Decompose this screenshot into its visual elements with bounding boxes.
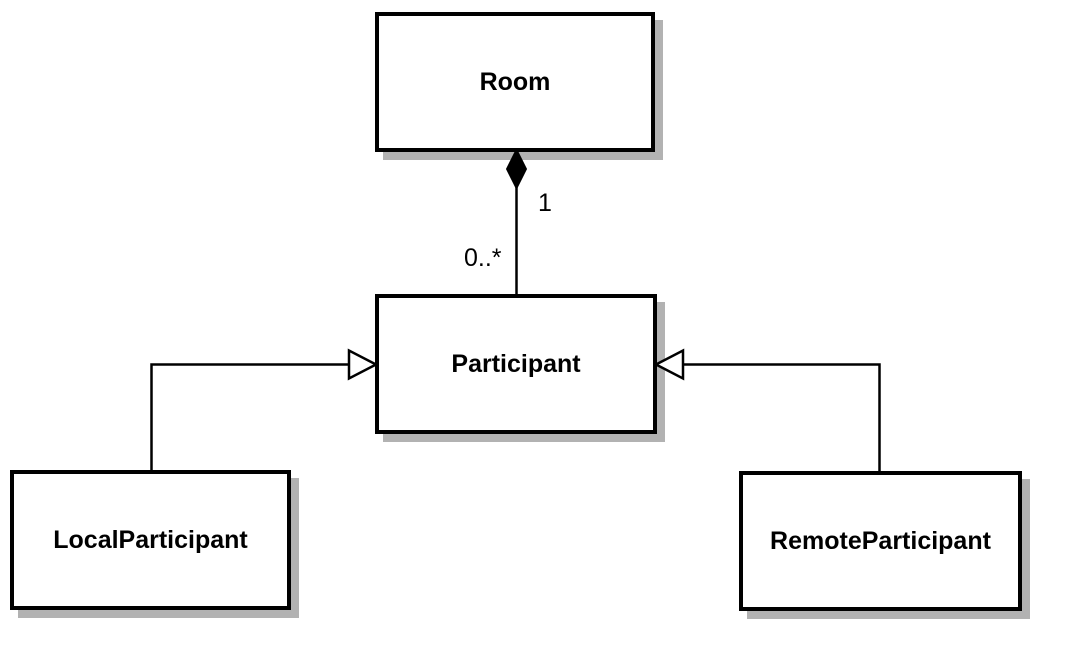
inheritance-arrow-icon-left — [347, 348, 379, 381]
class-box-local-participant: LocalParticipant — [10, 470, 291, 610]
inheritance-arrow-icon-right — [653, 348, 685, 381]
class-box-remote-participant: RemoteParticipant — [739, 471, 1022, 611]
inheritance-line-local-participant — [150, 363, 349, 474]
class-name-local-participant: LocalParticipant — [53, 525, 248, 554]
class-name-participant: Participant — [451, 349, 581, 378]
multiplicity-label-participant-end: 0..* — [464, 244, 502, 272]
composition-diamond-icon — [505, 147, 528, 191]
multiplicity-label-room-end: 1 — [538, 189, 552, 217]
class-name-room: Room — [479, 67, 551, 96]
class-box-room: Room — [375, 12, 655, 152]
class-name-remote-participant: RemoteParticipant — [770, 526, 991, 555]
class-box-participant: Participant — [375, 294, 657, 434]
inheritance-line-remote-participant — [683, 363, 881, 474]
